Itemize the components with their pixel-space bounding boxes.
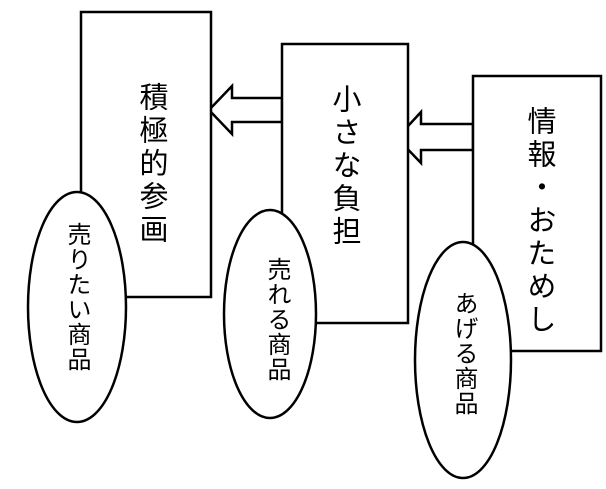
box-small-burden-label: 小さな負担: [328, 84, 362, 249]
box-info-trial-label: 情報・おためし: [523, 106, 557, 337]
box-participation-label: 積極的参画: [135, 82, 169, 247]
ellipse-want-to-sell-label: 売りたい商品: [63, 222, 91, 372]
ellipse-giveaway-label: あげる商品: [450, 291, 478, 416]
arrow-small-burden-to-participation: [207, 82, 284, 138]
ellipse-sellable: [222, 208, 318, 420]
ellipse-want-to-sell: [26, 190, 128, 424]
ellipse-sellable-label: 売れる商品: [263, 257, 291, 382]
box-small-burden: [280, 42, 410, 325]
ellipse-giveaway: [413, 240, 513, 480]
